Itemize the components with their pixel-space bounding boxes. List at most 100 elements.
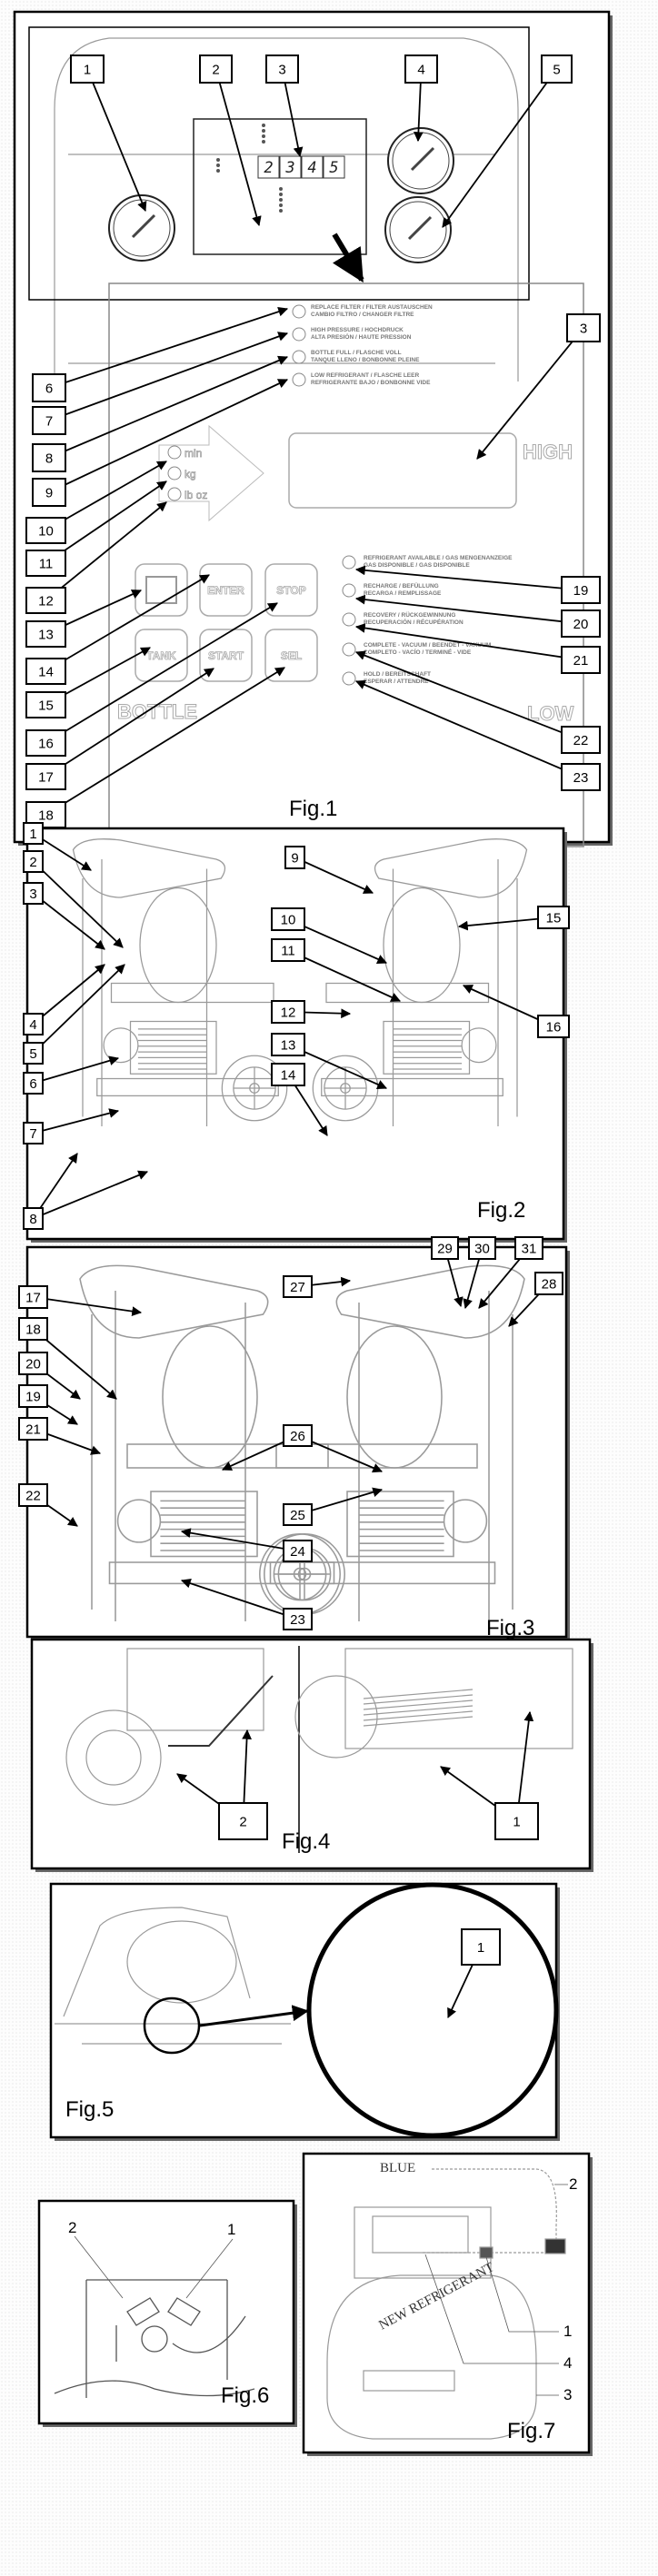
unit-label: kg [184, 468, 196, 481]
callout-box [25, 729, 66, 757]
unit-led [167, 445, 182, 460]
callout-fig3-13: 30 [463, 1236, 496, 1310]
status-led [292, 327, 306, 342]
control-panel-outline [193, 118, 367, 255]
sketch-line [324, 1066, 367, 1110]
callout-number: 22 [573, 733, 589, 748]
vent-slot [363, 1705, 474, 1716]
detail-circle [143, 1996, 201, 2055]
key-label: TANK [146, 649, 176, 662]
valve-handles [126, 2297, 201, 2326]
callout-fig2-10: 11 [271, 938, 401, 1002]
callout-box [25, 620, 66, 648]
keypad-button[interactable]: SEL [264, 629, 318, 682]
key-outline[interactable] [135, 563, 188, 617]
callout-fig1-15: 16 [25, 602, 278, 757]
callout-fig1-7: 8 [32, 355, 288, 472]
callout-fig2-9: 10 [271, 907, 387, 964]
callout-fig2-0: 1 [23, 822, 92, 871]
callout-fig2-11: 12 [271, 1000, 352, 1024]
indicator-dot [216, 169, 220, 173]
callout-number: 2 [212, 63, 219, 78]
callout-fig2-14: 15 [457, 906, 570, 931]
refrigerant-tank [326, 2274, 537, 2440]
callout-box [534, 1272, 563, 1295]
callout-number: 18 [25, 1323, 41, 1338]
callout-number: 22 [25, 1489, 41, 1504]
callout-fig1-5: 6 [32, 306, 289, 402]
callout-fig2-15: 16 [463, 985, 570, 1038]
keypad-button[interactable]: START [199, 629, 253, 682]
callout-arrow [180, 1578, 298, 1620]
base [269, 1561, 496, 1585]
callout-number: 6 [29, 1076, 36, 1092]
sketch-line [91, 1290, 246, 1621]
fig6-illustration [54, 2279, 255, 2398]
callout-box [25, 658, 66, 685]
callout-arrow [442, 68, 558, 228]
callout-number: 5 [29, 1046, 36, 1062]
callout-fig2-3: 4 [23, 964, 105, 1035]
callout-fig2-6: 7 [23, 1108, 120, 1144]
indicator-dot [262, 134, 265, 138]
callout-number: 8 [29, 1212, 36, 1227]
callout-box [265, 54, 299, 84]
callout-box [283, 1424, 313, 1447]
callout-number: 23 [573, 770, 589, 786]
unit-label: lb oz [184, 489, 207, 501]
key-outline[interactable] [264, 563, 318, 617]
callout-fig1-1: 2 [199, 54, 262, 227]
callout-number: 2 [239, 1815, 246, 1830]
gauge-needle [131, 213, 156, 239]
callout-number: 3 [29, 887, 36, 902]
callout-box [494, 1802, 539, 1840]
mode-led [342, 671, 356, 686]
callout-box [23, 1072, 44, 1095]
callout-fig1-4: 5 [442, 54, 573, 228]
callout-number: 4 [29, 1017, 36, 1033]
digit-cell [279, 155, 302, 179]
callout-fig3-12: 29 [431, 1236, 464, 1308]
callout-arrow [86, 68, 147, 212]
callout-box [461, 1928, 501, 1966]
callout-number: 25 [290, 1508, 305, 1523]
callout-fig2-2: 3 [23, 882, 105, 950]
callout-box [18, 1317, 48, 1341]
callout-box [32, 373, 66, 402]
sketch-line [374, 838, 528, 898]
fig7-illustration [326, 2168, 566, 2440]
callout-fig1-6: 7 [32, 332, 289, 435]
keypad-button[interactable] [135, 563, 188, 617]
callout-number: 1 [563, 2323, 572, 2340]
callout-box [25, 763, 66, 790]
callout-box [25, 587, 66, 614]
mode-led-label: RECOVERY / RÜCKGEWINNUNG [364, 610, 455, 619]
shelf [325, 982, 490, 1004]
zoom-arrow [332, 233, 364, 283]
key-label: START [208, 649, 244, 662]
callout-box [284, 846, 305, 869]
key-outline[interactable] [199, 563, 253, 617]
callout-fig1-10: 11 [25, 481, 167, 577]
callout-box [404, 54, 438, 84]
callout-fig3-4: 21 [18, 1417, 102, 1455]
callout-fig3-10: 27 [283, 1275, 352, 1298]
digit-cell [257, 155, 280, 179]
top-panel-border [28, 26, 530, 301]
callout-number: 5 [553, 63, 560, 78]
callout-box [25, 550, 66, 577]
callout-fig1-2: 3 [476, 313, 601, 460]
status-led-label: LOW REFRIGERANT / FLASCHE LEER [311, 372, 419, 379]
indicator-dot [279, 203, 283, 207]
callout-box [561, 646, 601, 674]
compressor [150, 1491, 258, 1558]
keypad-button[interactable]: ENTER [199, 563, 253, 617]
keypad-button[interactable]: STOP [264, 563, 318, 617]
display-digit: 3 [284, 159, 294, 177]
callout-box [32, 443, 66, 472]
callout-arrow [33, 1296, 143, 1316]
keypad-button[interactable]: TANK [135, 629, 188, 682]
callout-fig3-8: 25 [283, 1487, 384, 1526]
unit-arrow [158, 424, 264, 522]
